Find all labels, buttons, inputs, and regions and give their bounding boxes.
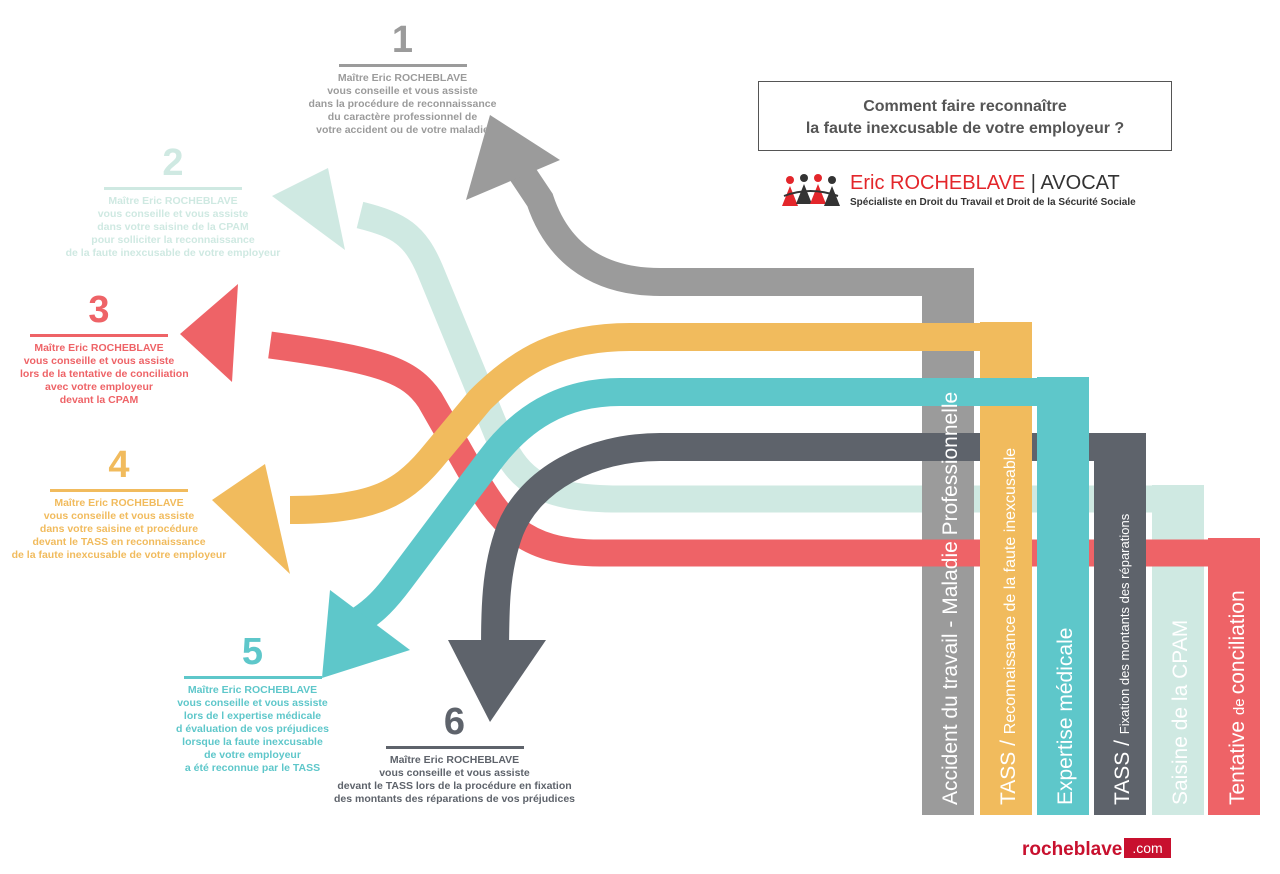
brand-separator: | [1025,172,1041,194]
step-1-number: 1 [391,19,414,61]
arrow-head-6 [448,640,546,722]
step-4-divider [50,489,188,492]
step-5-divider [183,676,322,679]
arrow-head-4 [212,464,290,574]
step-2-text: Maître Eric ROCHEBLAVE vous conseille et… [65,195,281,259]
svg-text:TASS / Reconnaissance de la fa: TASS / Reconnaissance de la faute inexcu… [997,448,1020,805]
step-6-number: 6 [443,701,466,743]
title-box: Comment faire reconnaître la faute inexc… [758,81,1172,151]
step-3: 3 Maître Eric ROCHEBLAVE vous conseille … [20,289,189,407]
step-6-divider [385,746,524,749]
brand-subtitle: Spécialiste en Droit du Travail et Droit… [850,197,1136,208]
step-1: 1 Maître Eric ROCHEBLAVE vous conseille … [300,20,505,137]
step-4: 4 Maître Eric ROCHEBLAVE vous conseille … [8,445,230,562]
step-5: 5 Maître Eric ROCHEBLAVE vous conseille … [170,632,335,775]
brand-name-last: AVOCAT [1040,172,1120,194]
column-label-4: TASS / Fixation des montants des réparat… [1111,513,1134,805]
column-label-4-sub: Fixation des montants des réparations [1117,513,1132,734]
step-1-divider [338,64,467,67]
arrow-head-1 [466,115,560,200]
column-tass-fixation [1094,433,1146,815]
arrow-head-5 [322,590,410,678]
brand-block: Eric ROCHEBLAVE | AVOCAT Spécialiste en … [780,170,1160,214]
column-label-2-sub: Reconnaissance de la faute inexcusable [1002,448,1019,735]
step-3-divider [30,334,168,337]
ribbon-tass-fixation [481,433,1120,661]
step-4-number: 4 [108,444,130,486]
column-label-6: Tentative de conciliation [1226,590,1249,805]
column-label-3: Expertise médicale [1054,628,1077,805]
title-line-2: la faute inexcusable de votre employeur … [805,120,1125,137]
step-5-text: Maître Eric ROCHEBLAVE vous conseille et… [176,684,329,774]
step-2-divider [104,187,242,190]
step-4-text: Maître Eric ROCHEBLAVE vous conseille et… [11,497,227,561]
step-6: 6 Maître Eric ROCHEBLAVE vous conseille … [322,702,587,806]
website-tld: .com [1124,838,1171,858]
column-label-1-text: Accident du travail - Maladie Profession… [939,392,962,805]
ribbon-accident-travail [508,162,947,296]
step-5-number: 5 [241,631,264,673]
svg-text:Tentative de conciliation: Tentative de conciliation [1226,590,1249,805]
ribbon-expertise-medicale [352,378,1062,632]
column-label-5: Saisine de la CPAM [1169,620,1192,805]
step-6-text: Maître Eric ROCHEBLAVE vous conseille et… [334,754,575,805]
arrow-head-2 [272,168,345,250]
column-label-3-text: Expertise médicale [1054,628,1077,805]
column-label-4-main: TASS / [1111,734,1134,805]
column-label-1: Accident du travail - Maladie Profession… [939,392,962,805]
column-label-2-main: TASS / [997,734,1020,805]
step-3-number: 3 [88,289,110,331]
people-icon [782,174,840,206]
column-label-5-text: Saisine de la CPAM [1169,620,1192,805]
column-expertise-medicale [1037,377,1089,815]
column-label-6-main: Tentative [1226,715,1249,805]
step-2-number: 2 [162,142,184,184]
title-line-1: Comment faire reconnaître [863,98,1067,115]
brand-name: Eric ROCHEBLAVE | AVOCAT [850,172,1120,195]
svg-text:TASS / Fixation des montants d: TASS / Fixation des montants des réparat… [1111,513,1134,805]
ribbon-tass-reconnaissance [289,323,1005,524]
website-logo: rocheblave.com [1022,838,1171,864]
arrow-head-3 [180,284,238,382]
column-label-6-sub: de [1231,694,1248,715]
step-1-text: Maître Eric ROCHEBLAVE vous conseille et… [308,72,497,136]
website-name: rocheblave [1022,839,1123,860]
column-label-6-main2: conciliation [1226,590,1249,694]
step-3-text: Maître Eric ROCHEBLAVE vous conseille et… [20,342,189,406]
column-tentative-conciliation [1208,538,1260,815]
column-label-2: TASS / Reconnaissance de la faute inexcu… [997,448,1020,805]
step-2: 2 Maître Eric ROCHEBLAVE vous conseille … [58,143,288,260]
brand-name-first: Eric ROCHEBLAVE [850,172,1026,194]
